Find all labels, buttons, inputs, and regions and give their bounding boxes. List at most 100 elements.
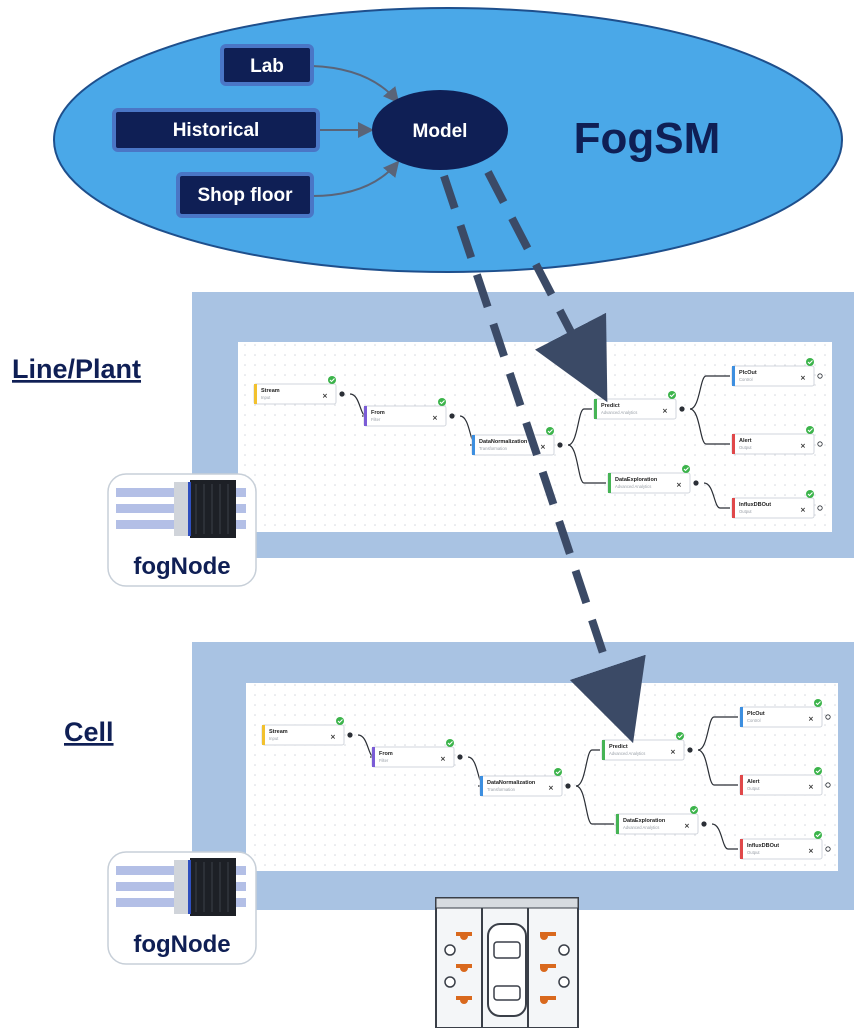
production-cell-illustration xyxy=(435,897,579,1028)
node-type: Advanced Analytics xyxy=(609,751,645,756)
node-type-color-bar xyxy=(262,725,265,745)
status-ok-icon xyxy=(814,767,822,775)
pipeline-edge xyxy=(703,482,730,509)
remove-node-icon[interactable]: × xyxy=(800,374,806,382)
node-type: Transformation xyxy=(479,446,508,451)
output-port[interactable] xyxy=(817,505,823,511)
node-name: Alert xyxy=(747,779,760,785)
line-plant-label: Line/Plant xyxy=(12,354,141,384)
remove-node-icon[interactable]: × xyxy=(330,733,336,741)
node-name: InfluxDBOut xyxy=(739,502,771,508)
status-ok-icon xyxy=(806,426,814,434)
output-port[interactable] xyxy=(449,413,455,419)
source-lab-label: Lab xyxy=(250,56,284,77)
remove-node-icon[interactable]: × xyxy=(662,407,668,415)
status-ok-icon xyxy=(668,391,676,399)
output-port[interactable] xyxy=(825,846,831,852)
output-port[interactable] xyxy=(565,783,571,789)
status-ok-icon xyxy=(328,376,336,384)
status-ok-icon xyxy=(438,398,446,406)
node-type-color-bar xyxy=(740,775,743,795)
source-lab: Lab xyxy=(220,44,314,86)
node-name: From xyxy=(379,751,393,757)
status-ok-icon xyxy=(806,490,814,498)
pipeline-edge xyxy=(711,823,738,850)
remove-node-icon[interactable]: × xyxy=(548,784,554,792)
output-port[interactable] xyxy=(457,754,463,760)
fognode-logo-line-plant: fogNode xyxy=(107,473,257,587)
node-type: Control xyxy=(747,718,761,723)
output-port[interactable] xyxy=(825,782,831,788)
node-type: Input xyxy=(269,736,279,741)
remove-node-icon[interactable]: × xyxy=(322,392,328,400)
remove-node-icon[interactable]: × xyxy=(808,715,814,723)
remove-node-icon[interactable]: × xyxy=(432,414,438,422)
deployment-arrows xyxy=(440,170,646,744)
output-port[interactable] xyxy=(339,391,345,397)
output-port[interactable] xyxy=(679,406,685,412)
remove-node-icon[interactable]: × xyxy=(440,755,446,763)
remove-node-icon[interactable]: × xyxy=(540,443,546,451)
pipeline-edge xyxy=(689,408,730,445)
pipeline-edge xyxy=(567,444,606,484)
node-name: Stream xyxy=(269,729,288,735)
node-type-color-bar xyxy=(740,839,743,859)
output-port[interactable] xyxy=(687,747,693,753)
node-type-color-bar xyxy=(602,740,605,760)
node-type: Advanced Analytics xyxy=(601,410,637,415)
remove-node-icon[interactable]: × xyxy=(800,506,806,514)
node-type-color-bar xyxy=(594,399,597,419)
model-node: Model xyxy=(372,90,508,170)
node-name: DataExploration xyxy=(623,818,666,824)
node-type: Filter xyxy=(371,417,381,422)
server-icon xyxy=(174,858,236,916)
fogsm-title: FogSM xyxy=(574,114,721,163)
output-port[interactable] xyxy=(825,714,831,720)
pipeline-edge xyxy=(567,408,592,446)
remove-node-icon[interactable]: × xyxy=(808,847,814,855)
output-port[interactable] xyxy=(693,480,699,486)
remove-node-icon[interactable]: × xyxy=(670,748,676,756)
node-type-color-bar xyxy=(740,707,743,727)
node-name: DataExploration xyxy=(615,477,658,483)
station-markers xyxy=(444,944,570,988)
lab-to-model-arrow xyxy=(311,65,400,104)
status-ok-icon xyxy=(806,358,814,366)
remove-node-icon[interactable]: × xyxy=(808,783,814,791)
source-historical: Historical xyxy=(112,108,320,152)
remove-node-icon[interactable]: × xyxy=(676,481,682,489)
car-icon xyxy=(487,923,527,1017)
remove-node-icon[interactable]: × xyxy=(800,442,806,450)
node-type-color-bar xyxy=(616,814,619,834)
shopfloor-to-model-arrow xyxy=(311,160,400,197)
node-name: Predict xyxy=(609,744,628,750)
output-port[interactable] xyxy=(817,373,823,379)
fogsm-cloud: FogSM Lab Historical Shop floor Model xyxy=(53,7,843,273)
remove-node-icon[interactable]: × xyxy=(684,822,690,830)
output-port[interactable] xyxy=(557,442,563,448)
node-name: DataNormalization xyxy=(487,780,536,786)
output-port[interactable] xyxy=(817,441,823,447)
pipeline-edge xyxy=(697,749,738,786)
node-name: From xyxy=(371,410,385,416)
node-type: Advanced Analytics xyxy=(623,825,659,830)
output-port[interactable] xyxy=(347,732,353,738)
status-ok-icon xyxy=(546,427,554,435)
output-port[interactable] xyxy=(701,821,707,827)
